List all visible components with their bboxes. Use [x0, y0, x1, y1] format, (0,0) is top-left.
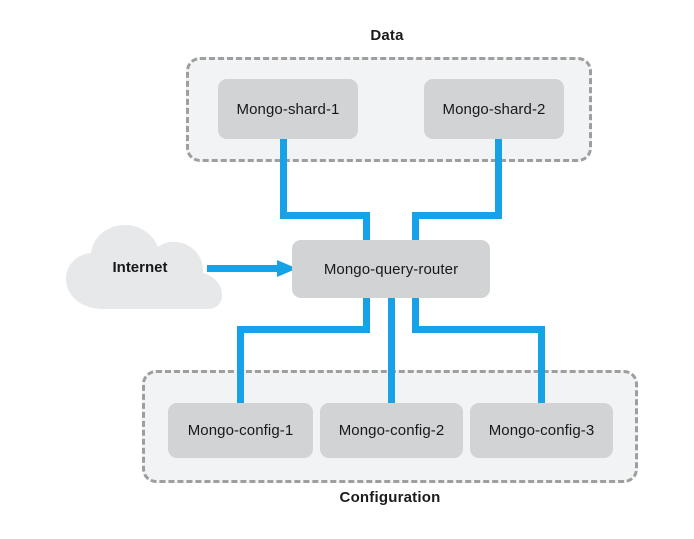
node-mongo-config-1-label: Mongo-config-1	[187, 422, 294, 439]
node-mongo-shard-1[interactable]: Mongo-shard-1	[218, 79, 358, 139]
link-shard1-vertical-lower	[363, 212, 370, 248]
link-config3-vertical-upper	[412, 294, 419, 332]
link-shard2-vertical-upper	[495, 134, 502, 219]
node-mongo-shard-2[interactable]: Mongo-shard-2	[424, 79, 564, 139]
internet-label: Internet	[112, 259, 168, 276]
node-mongo-config-3[interactable]: Mongo-config-3	[470, 403, 613, 458]
node-mongo-shard-1-label: Mongo-shard-1	[236, 100, 340, 118]
link-config3-horizontal	[412, 326, 545, 333]
link-shard1-vertical-upper	[280, 134, 287, 219]
node-mongo-config-2[interactable]: Mongo-config-2	[320, 403, 463, 458]
link-config1-vertical-lower	[237, 326, 244, 408]
internet-to-router-arrow	[207, 255, 299, 283]
link-config2-vertical	[388, 294, 395, 408]
link-config3-vertical-lower	[538, 326, 545, 408]
data-group-caption: Data	[370, 27, 404, 44]
link-shard1-horizontal	[280, 212, 370, 219]
link-shard2-horizontal	[412, 212, 502, 219]
internet-cloud-icon	[60, 223, 228, 313]
node-mongo-config-1[interactable]: Mongo-config-1	[168, 403, 313, 458]
link-config1-vertical-upper	[363, 294, 370, 332]
link-config1-horizontal	[237, 326, 370, 333]
node-mongo-query-router-label: Mongo-query-router	[323, 260, 459, 278]
node-mongo-query-router[interactable]: Mongo-query-router	[292, 240, 490, 298]
node-mongo-config-2-label: Mongo-config-2	[338, 422, 445, 439]
configuration-group-caption: Configuration	[339, 489, 441, 506]
node-mongo-config-3-label: Mongo-config-3	[488, 422, 595, 439]
link-shard2-vertical-lower	[412, 212, 419, 248]
node-mongo-shard-2-label: Mongo-shard-2	[442, 100, 546, 118]
